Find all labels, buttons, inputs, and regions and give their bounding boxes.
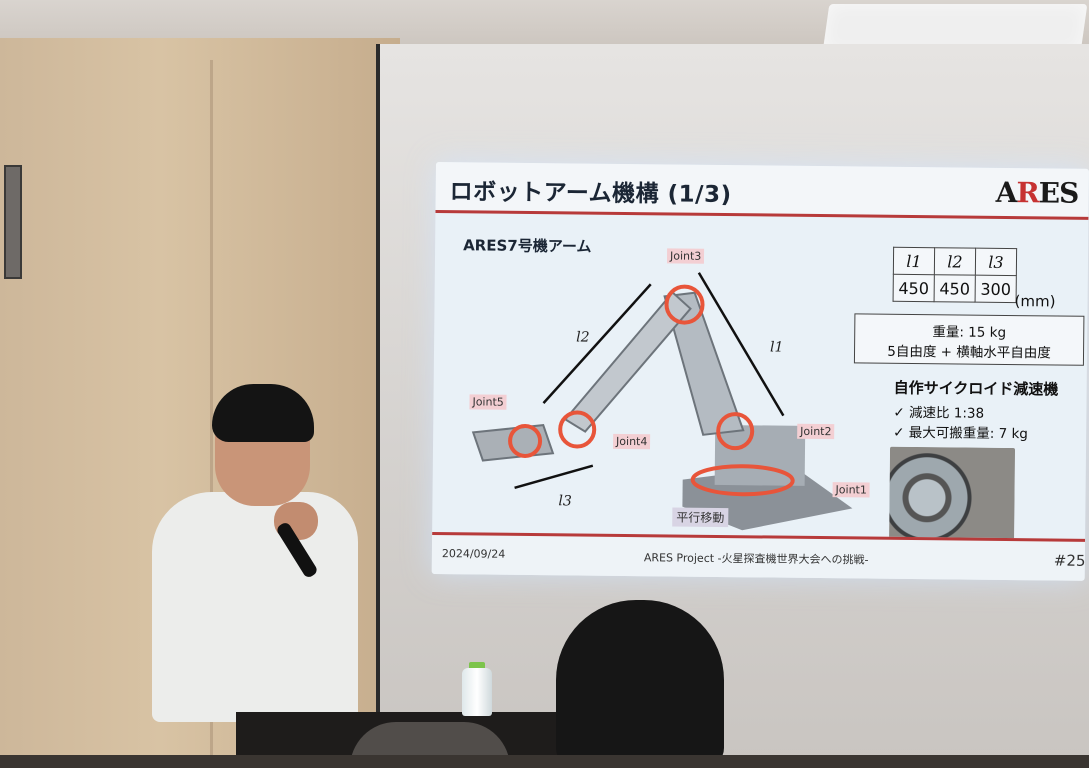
- dimension-table: l1 l2 l3 450 450 300: [893, 247, 1018, 303]
- dim-header-l1: l1: [893, 247, 935, 275]
- slide-title: ロボットアーム機構 (1/3): [449, 179, 732, 209]
- wall-panel-seam: [210, 60, 213, 760]
- l2-label: l2: [576, 329, 590, 346]
- spec-dof: 5自由度 + 横軸水平自由度: [887, 343, 1051, 362]
- spec-weight: 重量: 15 kg: [932, 324, 1007, 341]
- presentation-slide: ロボットアーム機構 (1/3) ARES ARES7号機アーム Joint3 J…: [431, 162, 1089, 581]
- reducer-payload: ✓ 最大可搬重量: 7 kg: [893, 424, 1028, 443]
- joint5-ring: [508, 423, 543, 458]
- dim-header-l2: l2: [934, 247, 976, 276]
- dim-value-l1: 450: [893, 274, 935, 302]
- arm-link-1: [663, 291, 745, 436]
- joint1-ring: [690, 464, 795, 497]
- bottle-cap: [469, 662, 485, 672]
- dim-header-l3: l3: [975, 248, 1017, 276]
- l2-arrow: [542, 283, 652, 404]
- dim-value-l3: 300: [975, 275, 1017, 303]
- reducer-ratio: ✓ 減速比 1:38: [893, 404, 985, 422]
- l1-arrow: [697, 272, 785, 417]
- footer-page-number: #25: [1053, 551, 1086, 570]
- joint3-ring: [664, 284, 705, 325]
- presenter-body: [152, 492, 358, 722]
- dimension-unit: (mm): [1014, 292, 1056, 311]
- dim-value-l2: 450: [934, 274, 976, 303]
- joint2-ring: [716, 412, 755, 451]
- robot-arm-illustration: [471, 272, 853, 531]
- audience-member-head: [556, 600, 724, 768]
- screen-frame: [376, 44, 382, 760]
- l3-label: l3: [558, 493, 572, 510]
- l3-arrow: [514, 464, 594, 490]
- spec-box: 重量: 15 kg 5自由度 + 横軸水平自由度: [853, 313, 1085, 366]
- presenter-hair: [212, 384, 314, 442]
- joint2-label: Joint2: [797, 423, 835, 440]
- reducer-title: 自作サイクロイド減速機: [893, 378, 1059, 399]
- joint4-label: Joint4: [613, 433, 651, 450]
- cycloid-gear-photo: [889, 446, 1016, 541]
- water-bottle: [462, 668, 492, 716]
- l1-label: l1: [769, 339, 784, 356]
- joint4-ring: [558, 410, 597, 449]
- joint5-label: Joint5: [469, 394, 507, 410]
- floor: [0, 755, 1089, 768]
- parallel-move-label: 平行移動: [672, 507, 729, 528]
- arm-link-2: [563, 291, 692, 433]
- joint3-label: Joint3: [666, 248, 705, 264]
- joint1-label: Joint1: [832, 482, 870, 498]
- footer-date: 2024/09/24: [441, 547, 506, 561]
- slide-footer: 2024/09/24 ARES Project -火星探査機世界大会への挑戦- …: [431, 531, 1086, 581]
- ares-logo: ARES: [995, 175, 1079, 210]
- footer-project: ARES Project -火星探査機世界大会への挑戦-: [643, 551, 869, 567]
- wall-frame: [4, 165, 22, 279]
